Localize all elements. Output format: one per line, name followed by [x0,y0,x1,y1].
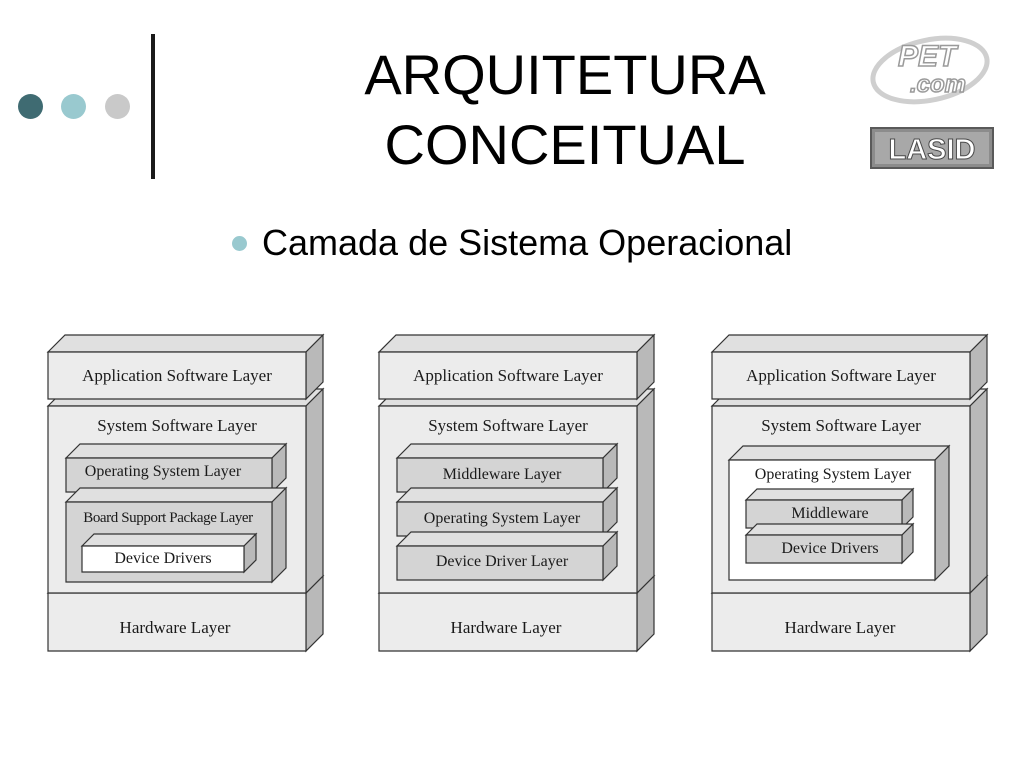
pet-logo-swoosh [870,35,990,105]
dot-dark [18,94,43,119]
d3-drivers-box-face [745,534,903,564]
d1-os-label: Operating System Layer [85,463,242,480]
d3-application-box-top [710,334,989,353]
d2-drivers-box-top [395,531,619,547]
bullet-icon [232,235,247,251]
d1-drivers-label: Device Drivers [114,550,211,567]
bullet-item: Camada de Sistema Operacional [232,222,792,264]
d2-middleware-box-top [395,443,619,459]
d2-middleware-label: Middleware Layer [443,466,562,483]
lasid-logo: LASID [870,127,994,169]
d2-drivers-box-face [396,545,604,581]
title-divider [151,34,155,179]
d2-application-label: Application Software Layer [413,366,603,385]
d1-bsp-box-top [64,487,288,503]
d2-application-box-face [378,351,638,400]
d1-bsp-box-side [271,486,287,584]
d2-system-label: System Software Layer [428,416,588,435]
d1-application-box-face [47,351,307,400]
d3-application-box-face [711,351,971,400]
d2-os-box-top [395,487,619,503]
dot-light [105,94,130,119]
diagram-labels: Application Software Layer System Softwa… [82,366,936,637]
d3-os-label: Operating System Layer [755,466,912,483]
d3-drivers-label: Device Drivers [781,540,878,557]
lasid-logo-text: LASID [889,134,976,166]
bullet-text: Camada de Sistema Operacional [262,222,793,263]
pet-logo-text-2: .com [910,71,966,98]
d1-system-label: System Software Layer [97,416,257,435]
d3-hardware-label: Hardware Layer [785,618,896,637]
d1-system-box-side [305,387,324,595]
layer-diagrams: Application Software Layer System Softwa… [46,333,989,653]
diagram-boxes [46,333,989,653]
d1-drivers-box-face [81,545,245,573]
d3-system-box-side [969,387,988,595]
d2-os-label: Operating System Layer [424,510,581,527]
pet-logo: PET .com [870,35,990,105]
d2-drivers-label: Device Driver Layer [436,553,569,570]
d3-os-box-top [727,445,951,461]
d2-application-box-top [377,334,656,353]
d1-bsp-label: Board Support Package Layer [83,510,253,526]
d3-middleware-box-top [744,488,915,501]
title-line-1: ARQUITETURA [364,43,766,106]
d2-hardware-label: Hardware Layer [451,618,562,637]
d3-system-label: System Software Layer [761,416,921,435]
d1-drivers-box-top [80,533,258,547]
title-line-2: CONCEITUAL [384,113,746,176]
d1-os-box-top [64,443,288,459]
d3-os-box-side [934,444,950,582]
d1-hardware-label: Hardware Layer [120,618,231,637]
d1-application-box-top [46,334,325,353]
slide-title: ARQUITETURA CONCEITUAL [300,40,830,180]
d2-system-box-side [636,387,655,595]
dot-mid [61,94,86,119]
d3-middleware-label: Middleware [791,505,868,522]
d3-application-label: Application Software Layer [746,366,936,385]
pet-logo-text-1: PET [898,40,959,73]
d3-drivers-box-top [744,523,915,536]
d1-application-label: Application Software Layer [82,366,272,385]
